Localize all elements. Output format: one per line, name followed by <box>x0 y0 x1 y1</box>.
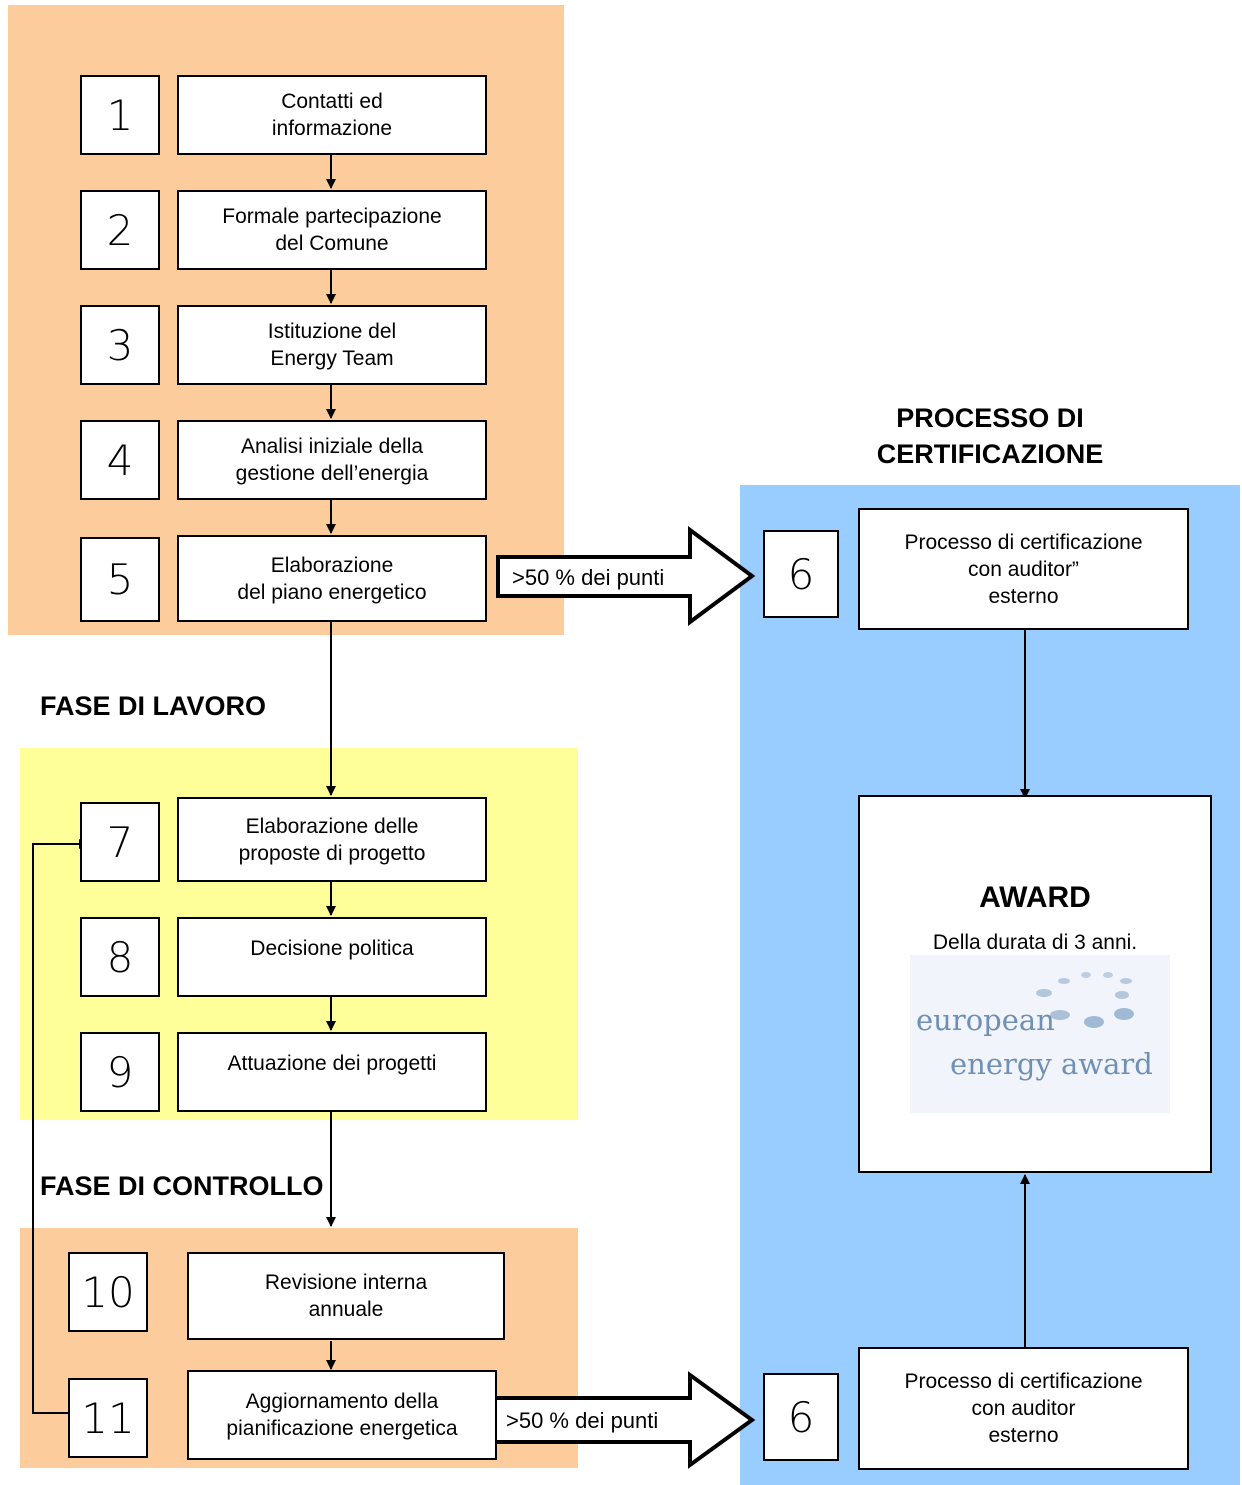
european-energy-award-logo: european energy award <box>910 955 1170 1113</box>
step-11-number: 11 <box>68 1378 148 1458</box>
heading-fase-controllo: FASE DI CONTROLLO <box>40 1171 324 1201</box>
heading-fase-lavoro: FASE DI LAVORO <box>40 691 267 721</box>
step-10-box: Revisione interna annuale <box>187 1252 505 1340</box>
step-2-number: 2 <box>80 190 160 270</box>
step-8-number: 8 <box>80 917 160 997</box>
heading-certificazione: PROCESSO DI CERTIFICAZIONE <box>876 403 1104 469</box>
cert-step-6-number: 6 <box>763 530 839 618</box>
cert-process-box-upper: Processo di certificazione con auditor” … <box>858 508 1189 630</box>
threshold-label-upper: >50 % dei punti <box>512 565 665 590</box>
cert-step-6b-number: 6 <box>763 1373 839 1461</box>
step-9-number: 9 <box>80 1032 160 1112</box>
step-9-box: Attuazione dei progetti <box>177 1032 487 1112</box>
block-arrow-upper <box>496 526 756 626</box>
step-3-number: 3 <box>80 305 160 385</box>
step-5-number: 5 <box>80 537 160 622</box>
cert-process-box-lower: Processo di certificazione con auditor e… <box>858 1347 1189 1470</box>
step-7-number: 7 <box>80 802 160 882</box>
step-5-box: Elaborazione del piano energetico <box>177 535 487 622</box>
step-1-box: Contatti ed informazione <box>177 75 487 155</box>
logo-dots-icon <box>1036 972 1134 1028</box>
step-10-number: 10 <box>68 1252 148 1332</box>
feedback-loop-11-7 <box>32 839 89 1414</box>
award-box: AWARD Della durata di 3 anni. european e… <box>858 795 1212 1173</box>
award-duration: Della durata di 3 anni. <box>932 931 1138 951</box>
block-arrow-lower <box>488 1371 756 1469</box>
step-4-box: Analisi iniziale della gestione dell’ene… <box>177 420 487 500</box>
step-2-box: Formale partecipazione del Comune <box>177 190 487 270</box>
logo-text-european: european <box>916 1003 1055 1037</box>
step-11-box: Aggiornamento della pianificazione energ… <box>187 1370 497 1460</box>
step-7-box: Elaborazione delle proposte di progetto <box>177 797 487 882</box>
step-8-box: Decisione politica <box>177 917 487 997</box>
step-1-number: 1 <box>80 75 160 155</box>
logo-text-energy-award: energy award <box>950 1047 1153 1081</box>
step-3-box: Istituzione del Energy Team <box>177 305 487 385</box>
threshold-label-lower: >50 % dei punti <box>506 1408 659 1433</box>
award-title: AWARD <box>979 881 1091 914</box>
step-4-number: 4 <box>80 420 160 500</box>
